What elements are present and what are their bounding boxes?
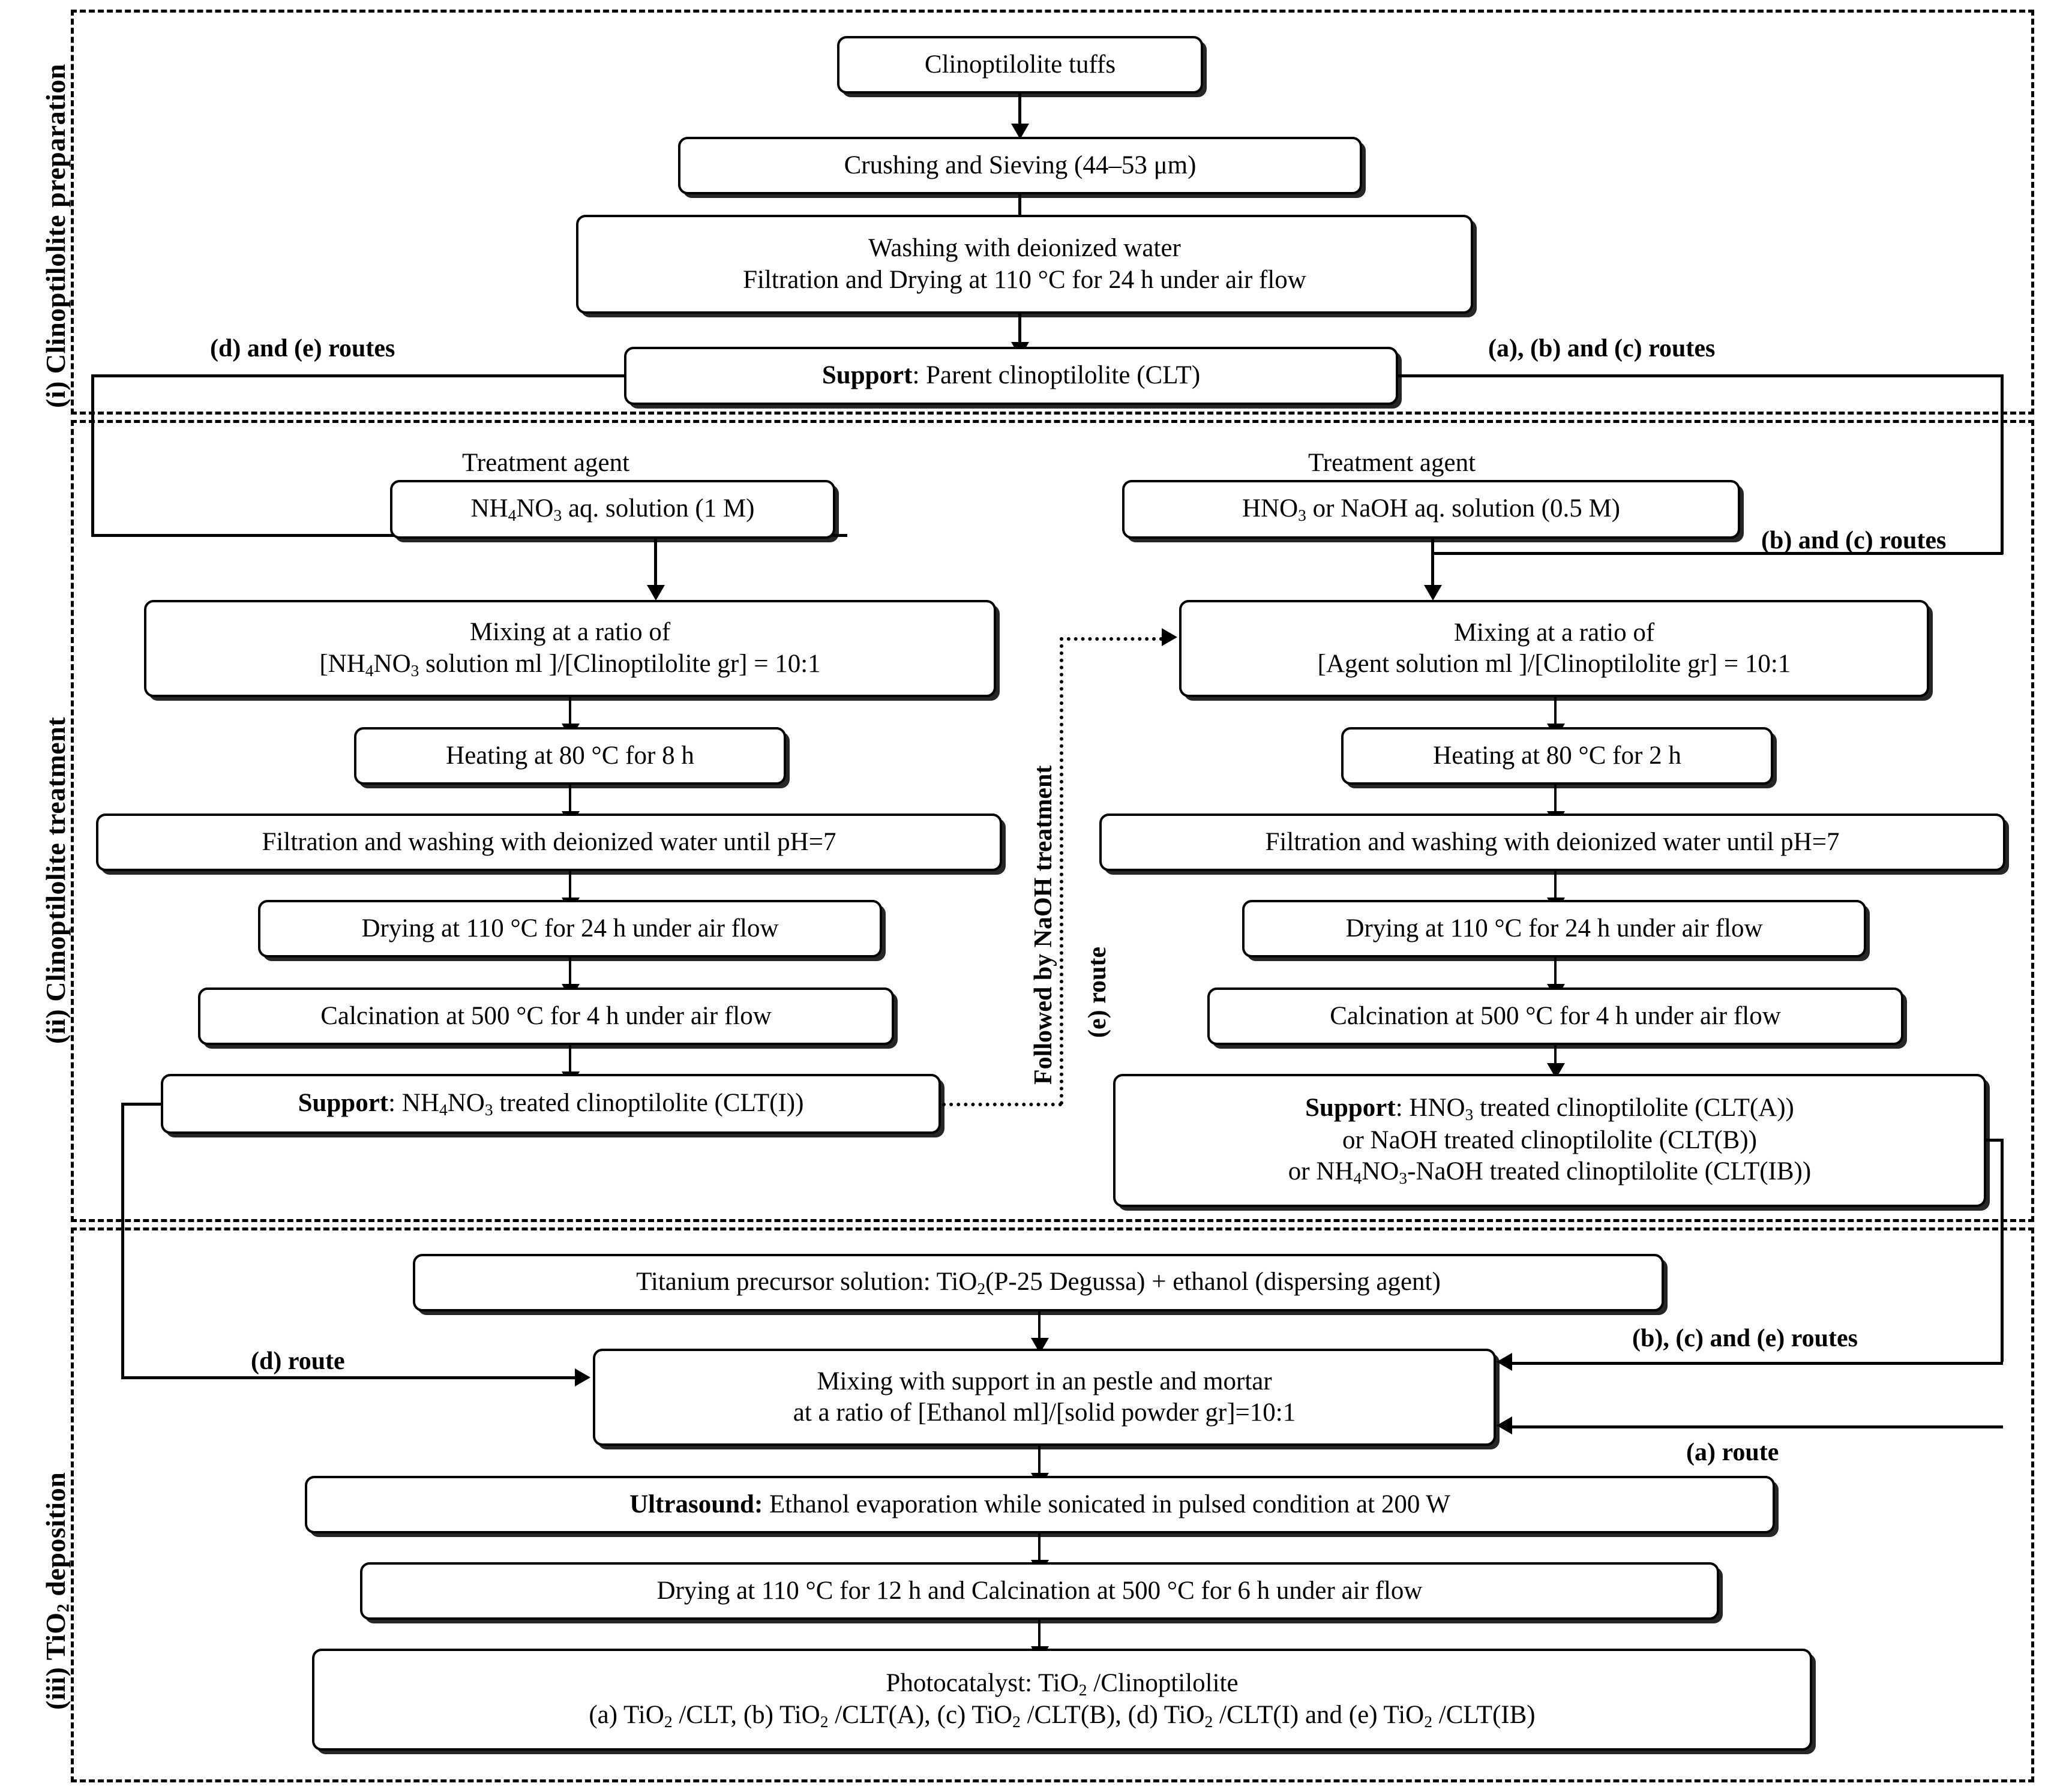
connector-calcination-left-to-support <box>569 1045 571 1082</box>
box-mixing-ratio-right: Mixing at a ratio of [Agent solution ml … <box>1179 600 1929 697</box>
box-support-parent-clt: Support: Parent clinoptilolite (CLT) <box>624 347 1398 405</box>
route-label-d-e: (d) and (e) routes <box>210 335 395 362</box>
arrowhead-bce-route <box>1497 1353 1512 1371</box>
connector-drycalc-to-product <box>1038 1620 1041 1657</box>
connector-agent-right-to-mixing <box>1431 539 1434 594</box>
section-title-i: (i) Clinoptilolite preparation <box>40 64 71 408</box>
connector-calcination-right-to-support <box>1554 1045 1557 1071</box>
connector-ultrasound-to-drycalc <box>1038 1533 1041 1571</box>
arrowhead-tuffs-to-crushing <box>1011 124 1029 139</box>
connector-support-right-to-right-trunk <box>1986 1139 2003 1142</box>
route-line-d-horizontal <box>121 1376 577 1379</box>
box-calcination-right: Calcination at 500 °C for 4 h under air … <box>1207 987 1903 1045</box>
e-route-label-line2: (e) route <box>1084 947 1111 1038</box>
box-drying-calcination: Drying at 110 °C for 12 h and Calcinatio… <box>360 1562 1719 1620</box>
connector-mixing-left-to-heating <box>569 697 571 734</box>
box-support-clt-a-b-ib: Support: HNO3 treated clinoptilolite (CL… <box>1113 1074 1986 1207</box>
route-label-b-c: (b) and (c) routes <box>1761 527 1947 554</box>
box-filtration-left: Filtration and washing with deionized wa… <box>96 814 1002 871</box>
arrowhead-d-route <box>575 1368 590 1386</box>
arrowhead-agent-right-to-mixing <box>1424 585 1442 601</box>
box-titanium-precursor: Titanium precursor solution: TiO2(P-25 D… <box>413 1254 1664 1311</box>
route-label-a-b-c: (a), (b) and (c) routes <box>1488 335 1716 362</box>
connector-washing-to-support <box>1018 314 1021 351</box>
section-i-frame <box>71 10 2034 415</box>
section-ii-frame <box>71 420 2034 1222</box>
route-label-d: (d) route <box>251 1347 345 1375</box>
connector-clt-i-to-left-trunk <box>121 1103 163 1106</box>
box-mixing-ratio-left: Mixing at a ratio of [NH4NO3 solution ml… <box>144 600 996 697</box>
box-mixing-with-support: Mixing with support in an pestle and mor… <box>593 1349 1496 1446</box>
dotted-e-route-vertical <box>1060 637 1063 1105</box>
box-calcination-left: Calcination at 500 °C for 4 h under air … <box>198 987 894 1045</box>
box-washing-filtration-drying: Washing with deionized water Filtration … <box>576 215 1473 314</box>
dotted-e-route-into-mixing <box>1060 637 1163 641</box>
dotted-e-route-from-clt-i <box>942 1103 1062 1106</box>
route-label-b-c-e: (b), (c) and (e) routes <box>1632 1325 1858 1352</box>
route-line-de-vertical <box>91 374 94 536</box>
section-title-ii: (ii) Clinoptilolite treatment <box>40 716 71 1044</box>
left-trunk-d-route-vertical <box>121 1103 124 1377</box>
connector-heating-right-to-filtration <box>1554 785 1557 822</box>
section-iii-frame <box>71 1227 2034 1782</box>
connector-crushing-to-washing <box>1018 194 1021 230</box>
box-final-photocatalyst: Photocatalyst: TiO2 /Clinoptilolite (a) … <box>312 1649 1812 1751</box>
route-line-a-horizontal <box>1512 1425 2003 1428</box>
box-clinoptilolite-tuffs: Clinoptilolite tuffs <box>837 36 1203 94</box>
connector-mixing-right-to-heating <box>1554 697 1557 734</box>
box-filtration-right: Filtration and washing with deionized wa… <box>1099 814 2005 871</box>
route-line-abc-into-right-column <box>1434 552 2003 555</box>
box-ultrasound: Ultrasound: Ethanol evaporation while so… <box>305 1476 1775 1533</box>
caption-treatment-agent-right: Treatment agent <box>1308 449 1476 477</box>
connector-drying-left-to-calcination <box>569 957 571 993</box>
route-line-abc-vertical <box>2001 374 2004 554</box>
connector-filtration-left-to-drying <box>569 871 571 907</box>
arrowhead-agent-left-to-mixing <box>647 585 665 601</box>
arrowhead-e-route-into-mixing <box>1162 628 1177 646</box>
box-agent-nh4no3: NH4NO3 aq. solution (1 M) <box>390 480 835 539</box>
caption-treatment-agent-left: Treatment agent <box>462 449 630 477</box>
route-line-bce-horizontal <box>1512 1362 2003 1365</box>
box-agent-hno3-naoh: HNO3 or NaOH aq. solution (0.5 M) <box>1122 480 1740 539</box>
connector-filtration-right-to-drying <box>1554 871 1557 907</box>
connector-tuffs-to-crushing <box>1018 94 1021 132</box>
route-line-de-horizontal <box>91 374 626 377</box>
e-route-label-line1: Followed by NaOH treatment <box>1030 765 1057 1085</box>
box-support-clt-i: Support: NH4NO3 treated clinoptilolite (… <box>161 1074 941 1134</box>
right-trunk-bce-route-vertical <box>2001 1139 2004 1362</box>
route-label-a: (a) route <box>1686 1439 1779 1466</box>
connector-heating-left-to-filtration <box>569 785 571 822</box>
connector-drying-right-to-calcination <box>1554 957 1557 993</box>
box-drying-left: Drying at 110 °C for 24 h under air flow <box>258 900 882 957</box>
arrowhead-a-route <box>1497 1416 1512 1434</box>
box-heating-right: Heating at 80 °C for 2 h <box>1341 727 1773 785</box>
section-title-iii: (iii) TiO2 deposition <box>40 1472 73 1710</box>
route-line-abc-horizontal <box>1397 374 2003 377</box>
connector-precursor-to-mixing <box>1038 1311 1041 1350</box>
connector-agent-left-to-mixing <box>654 539 657 594</box>
box-heating-left: Heating at 80 °C for 8 h <box>354 727 786 785</box>
box-crushing-sieving: Crushing and Sieving (44–53 μm) <box>678 137 1362 194</box>
box-drying-right: Drying at 110 °C for 24 h under air flow <box>1242 900 1866 957</box>
connector-mixing-to-ultrasound <box>1038 1446 1041 1483</box>
